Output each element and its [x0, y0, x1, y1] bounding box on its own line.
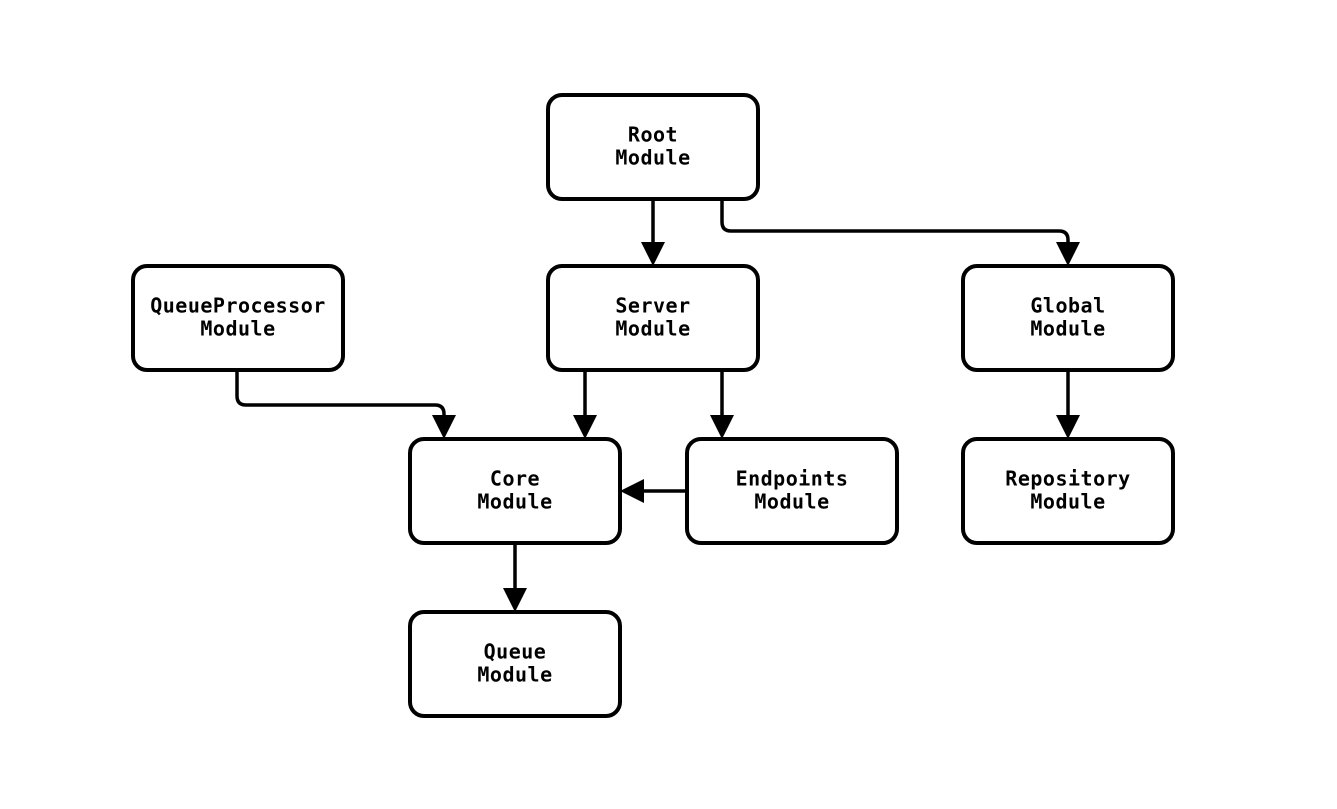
arrowhead-icon	[641, 242, 665, 266]
edge-queueprocessor-to-core	[235, 370, 456, 439]
node-queueprocessor-module-box[interactable]	[131, 264, 345, 372]
node-repository-module[interactable]: Repository Module	[961, 437, 1175, 545]
node-root-module-box[interactable]	[546, 93, 760, 201]
node-queue-module-label-line1: Queue	[484, 640, 547, 664]
arrowhead-icon	[573, 415, 597, 439]
edge-root-to-server	[641, 199, 665, 266]
edge-server-to-endpoints	[710, 370, 734, 439]
node-layer: Root Module QueueProcessor Module Server…	[131, 93, 1175, 718]
arrowhead-icon	[620, 479, 644, 503]
node-repository-module-label-line1: Repository	[1005, 467, 1130, 491]
node-queueprocessor-module-label-line2: Module	[200, 317, 275, 341]
node-server-module-box[interactable]	[546, 264, 760, 372]
node-endpoints-module-label-line1: Endpoints	[736, 467, 849, 491]
node-endpoints-module-box[interactable]	[685, 437, 899, 545]
arrowhead-icon	[432, 415, 456, 439]
edge-server-to-core	[573, 370, 597, 439]
node-core-module-label-line2: Module	[477, 490, 552, 514]
node-global-module-label-line2: Module	[1030, 317, 1105, 341]
edge-global-to-repository	[1056, 370, 1080, 439]
edge-root-to-global	[720, 199, 1080, 266]
node-repository-module-label-line2: Module	[1030, 490, 1105, 514]
node-queue-module[interactable]: Queue Module	[408, 610, 622, 718]
node-core-module[interactable]: Core Module	[408, 437, 622, 545]
arrowhead-icon	[503, 588, 527, 612]
node-global-module-label-line1: Global	[1030, 294, 1105, 318]
node-repository-module-box[interactable]	[961, 437, 1175, 545]
edge-layer	[235, 199, 1080, 612]
node-root-module-label-line1: Root	[628, 123, 678, 147]
arrowhead-icon	[1056, 415, 1080, 439]
node-endpoints-module[interactable]: Endpoints Module	[685, 437, 899, 545]
node-queueprocessor-module-label-line1: QueueProcessor	[150, 294, 326, 318]
edge-endpoints-to-core	[620, 479, 687, 503]
node-core-module-box[interactable]	[408, 437, 622, 545]
node-queueprocessor-module[interactable]: QueueProcessor Module	[131, 264, 345, 372]
edge-line	[235, 370, 446, 422]
node-global-module-box[interactable]	[961, 264, 1175, 372]
node-queue-module-label-line2: Module	[477, 663, 552, 687]
node-root-module[interactable]: Root Module	[546, 93, 760, 201]
node-global-module[interactable]: Global Module	[961, 264, 1175, 372]
edge-core-to-queue	[503, 543, 527, 612]
node-core-module-label-line1: Core	[490, 467, 540, 491]
arrowhead-icon	[710, 415, 734, 439]
node-server-module[interactable]: Server Module	[546, 264, 760, 372]
node-queue-module-box[interactable]	[408, 610, 622, 718]
node-server-module-label-line1: Server	[615, 294, 690, 318]
node-root-module-label-line2: Module	[615, 146, 690, 170]
node-endpoints-module-label-line2: Module	[754, 490, 829, 514]
edge-line	[720, 199, 1070, 249]
node-server-module-label-line2: Module	[615, 317, 690, 341]
arrowhead-icon	[1056, 242, 1080, 266]
